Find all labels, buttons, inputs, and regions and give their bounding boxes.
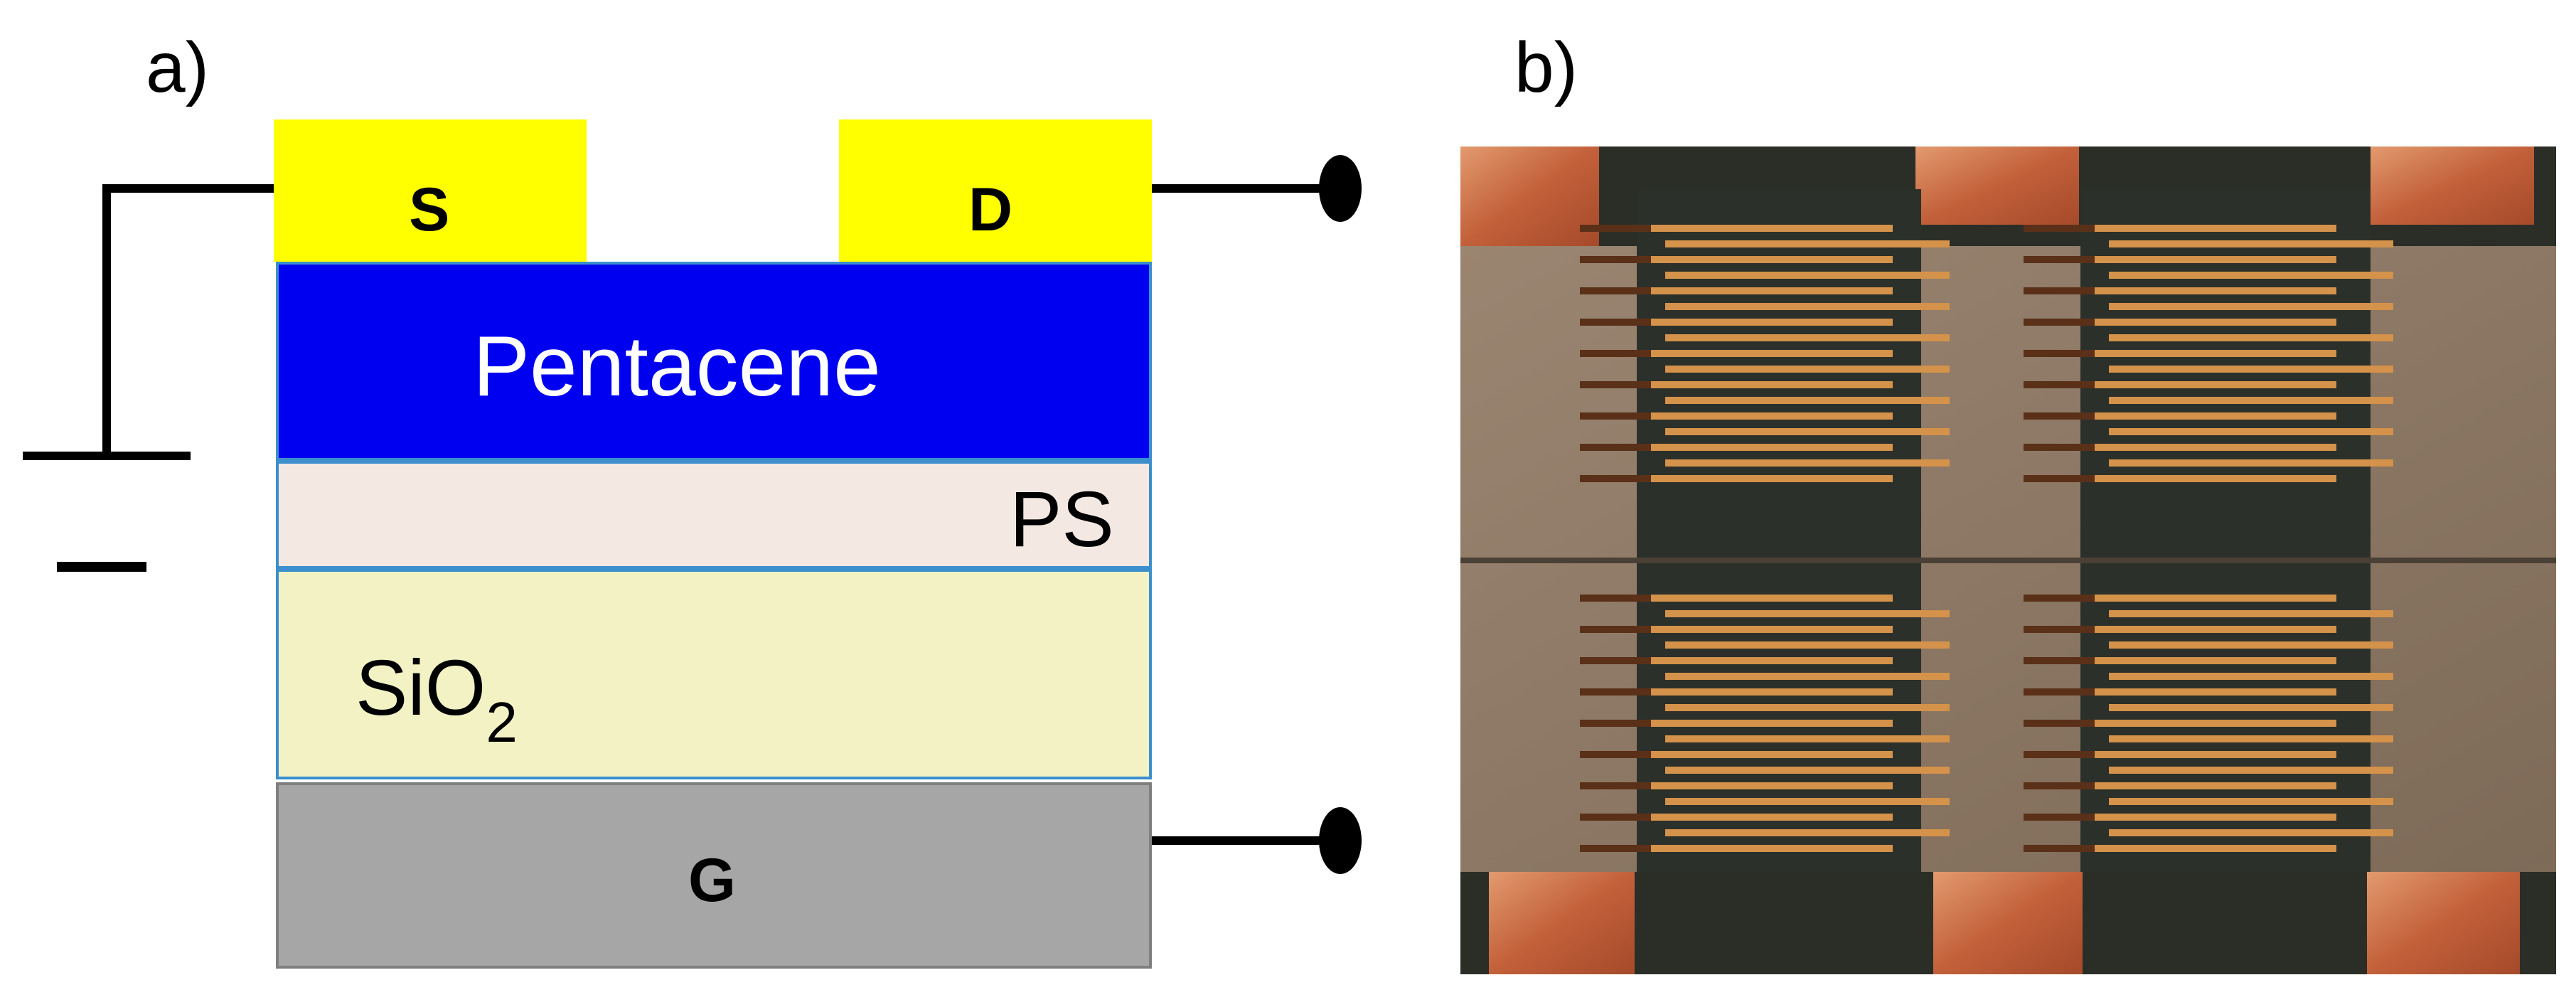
electrode-finger-highlight — [2095, 845, 2336, 852]
electrode-finger-highlight — [1665, 798, 1907, 805]
ps-label: PS — [1010, 476, 1114, 563]
electrode-finger-highlight — [1665, 829, 1907, 836]
electrode-finger-highlight — [2095, 287, 2336, 294]
electrode-finger-highlight — [1651, 814, 1893, 821]
source-label: S — [409, 176, 450, 244]
electrode-finger-highlight — [2109, 397, 2351, 404]
sio2-subscript: 2 — [486, 691, 518, 754]
sio2-label-text: SiO — [356, 644, 486, 732]
electrode-finger-highlight — [1665, 397, 1907, 404]
drain-label: D — [968, 176, 1013, 244]
electrode-finger-highlight — [1665, 610, 1907, 617]
electrode-finger-highlight — [2109, 272, 2351, 279]
electrode-finger-highlight — [2095, 475, 2336, 482]
electrode-finger-highlight — [2109, 610, 2351, 617]
device-photo-drawing — [1460, 146, 2556, 974]
electrode-finger-highlight — [1651, 720, 1893, 727]
electrode-finger-highlight — [1665, 704, 1907, 711]
electrode-finger-highlight — [2095, 657, 2336, 664]
electrode-finger-highlight — [2109, 704, 2351, 711]
copper-pad-bottom-1 — [1489, 872, 1635, 974]
electrode-finger-highlight — [2095, 225, 2336, 232]
copper-pad-bottom-2 — [1933, 872, 2083, 974]
electrode-finger-highlight — [1651, 319, 1893, 326]
electrode-finger-highlight — [2095, 350, 2336, 357]
electrode-finger-highlight — [1651, 688, 1893, 696]
electrode-finger-highlight — [1651, 444, 1893, 451]
chip-divider — [1460, 558, 2556, 563]
electrode-finger-highlight — [1651, 657, 1893, 664]
electrode-finger-highlight — [2095, 319, 2336, 326]
copper-pad-bottom-3 — [2367, 872, 2520, 974]
electrode-finger-highlight — [1651, 845, 1893, 852]
electrode-finger-highlight — [1665, 767, 1907, 774]
electrode-finger-highlight — [2109, 798, 2351, 805]
electrode-finger-highlight — [1665, 735, 1907, 742]
source-wire — [102, 184, 274, 452]
electrode-finger-highlight — [2109, 366, 2351, 373]
electrode-finger-highlight — [2109, 673, 2351, 680]
device-photo — [1460, 146, 2556, 974]
electrode-finger-highlight — [1651, 256, 1893, 263]
electrode-finger-highlight — [2109, 641, 2351, 649]
electrode-finger-highlight — [1651, 381, 1893, 388]
electrode-finger-highlight — [2095, 381, 2336, 388]
pentacene-label: Pentacene — [473, 319, 881, 414]
electrode-finger-highlight — [1665, 240, 1907, 247]
gate-label: G — [688, 846, 736, 915]
panel-b-label: b) — [1514, 28, 1578, 107]
electrode-finger-highlight — [2095, 782, 2336, 789]
source-electrode — [274, 119, 587, 262]
electrode-finger-highlight — [1651, 412, 1893, 420]
copper-pad-top-2 — [1915, 146, 2079, 225]
electrode-finger-highlight — [1665, 303, 1907, 310]
panel-a-label: a) — [146, 28, 209, 107]
electrode-finger-highlight — [1665, 459, 1907, 467]
electrode-finger-highlight — [2095, 412, 2336, 420]
electrode-finger-highlight — [2095, 688, 2336, 696]
copper-pad-top-1 — [1460, 146, 1599, 246]
electrode-finger-highlight — [2109, 334, 2351, 341]
electrode-finger-highlight — [2095, 814, 2336, 821]
electrode-finger-highlight — [2095, 444, 2336, 451]
electrode-finger-highlight — [2109, 767, 2351, 774]
electrode-finger-highlight — [1651, 475, 1893, 482]
sio2-label: SiO2 — [356, 649, 518, 751]
interdigitated-electrodes — [1580, 225, 2393, 852]
electrode-finger-highlight — [1651, 350, 1893, 357]
electrode-finger-highlight — [1665, 272, 1907, 279]
electrode-finger-highlight — [2095, 720, 2336, 727]
copper-pad-top-3 — [2371, 146, 2534, 225]
drain-terminal-icon — [1319, 155, 1362, 222]
electrode-finger-highlight — [1651, 225, 1893, 232]
ps-layer — [276, 461, 1152, 569]
electrode-finger-highlight — [2109, 303, 2351, 310]
electrode-finger-highlight — [1651, 751, 1893, 758]
electrode-finger-highlight — [2095, 256, 2336, 263]
electrode-finger-highlight — [2095, 595, 2336, 602]
electrode-finger-highlight — [2095, 751, 2336, 758]
pentacene-layer — [276, 262, 1152, 461]
sio2-layer — [276, 569, 1152, 779]
electrode-finger-highlight — [1665, 334, 1907, 341]
electrode-finger-highlight — [1651, 287, 1893, 294]
electrode-finger-highlight — [1665, 366, 1907, 373]
electrode-finger-highlight — [1665, 641, 1907, 649]
drain-electrode — [839, 119, 1152, 262]
electrode-finger-highlight — [1651, 626, 1893, 633]
electrode-finger-highlight — [2109, 735, 2351, 742]
electrode-finger-highlight — [1665, 428, 1907, 435]
electrode-finger-highlight — [2095, 626, 2336, 633]
electrode-finger-highlight — [1665, 673, 1907, 680]
gate-terminal-icon — [1319, 807, 1362, 874]
gate-layer — [276, 782, 1152, 969]
electrode-finger-highlight — [1651, 595, 1893, 602]
electrode-finger-highlight — [2109, 428, 2351, 435]
electrode-finger-highlight — [1651, 782, 1893, 789]
electrode-finger-highlight — [2109, 459, 2351, 467]
electrode-finger-highlight — [2109, 240, 2351, 247]
electrode-finger-highlight — [2109, 829, 2351, 836]
